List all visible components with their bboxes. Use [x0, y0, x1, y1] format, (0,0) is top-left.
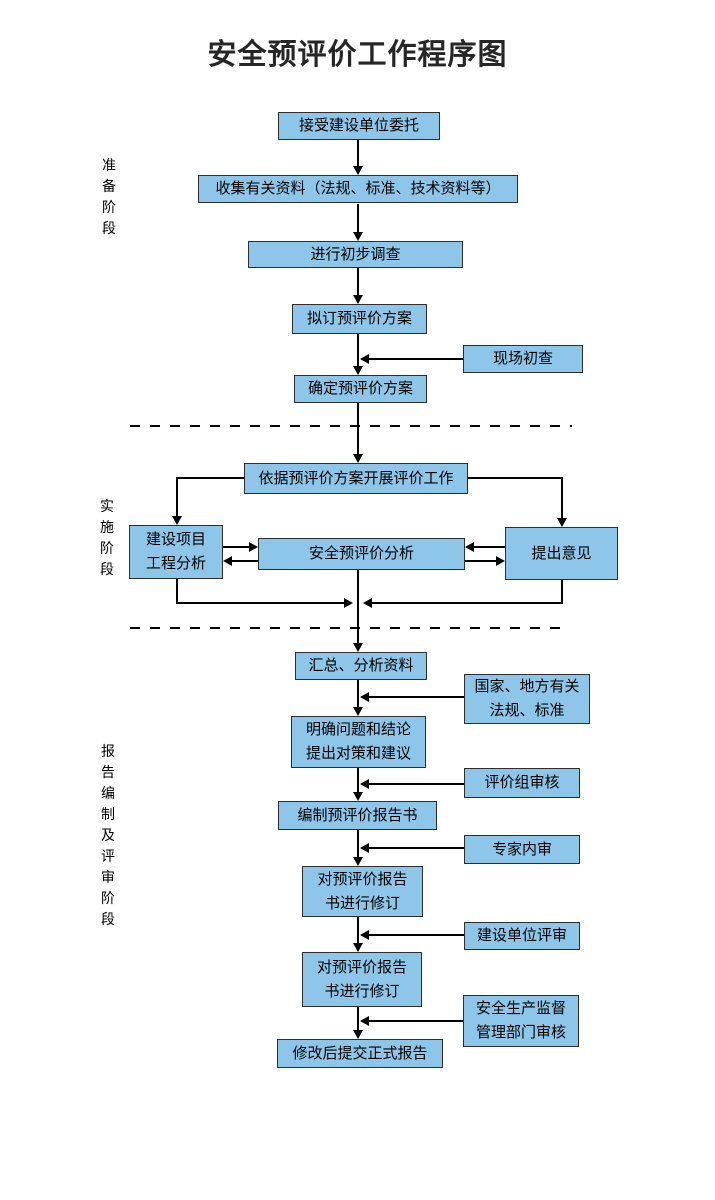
- arrowhead-right: [344, 598, 353, 608]
- connector-line: [357, 1007, 360, 1030]
- connector-line: [357, 140, 360, 167]
- arrowhead-down: [353, 792, 363, 801]
- connector-line: [357, 570, 360, 643]
- box-expert-review: 专家内审: [464, 835, 580, 864]
- arrowhead-left: [223, 556, 232, 566]
- arrowhead-left: [465, 542, 474, 552]
- box-propose-opinions: 提出意见: [505, 527, 618, 580]
- connector-site-survey: [369, 358, 463, 361]
- connector-expert-review: [369, 847, 464, 850]
- arrowhead-down: [353, 943, 363, 952]
- arrowhead-down: [353, 1030, 363, 1039]
- box-revise-report-1: 对预评价报告 书进行修订: [302, 866, 423, 917]
- connector-merge-left: [177, 602, 344, 605]
- arrowhead-down: [353, 232, 363, 241]
- arrowhead-right: [249, 542, 258, 552]
- arrowhead-left: [360, 779, 369, 789]
- arrowhead-down: [353, 707, 363, 716]
- arrowhead-left: [360, 930, 369, 940]
- box-initial-survey: 进行初步调查: [248, 241, 463, 268]
- connector-merge-right: [372, 602, 562, 605]
- connector-double: [465, 560, 496, 563]
- connector-line: [357, 204, 360, 232]
- connector-double: [474, 546, 505, 549]
- arrowhead-left: [360, 692, 369, 702]
- box-summarize-materials: 汇总、分析资料: [295, 652, 427, 680]
- phase-label-preparation: 准 备 阶 段: [102, 159, 116, 237]
- box-revise-report-2: 对预评价报告 书进行修订: [302, 952, 422, 1007]
- arrowhead-left: [360, 354, 369, 364]
- arrowhead-right: [496, 556, 505, 566]
- arrowhead-down: [353, 295, 363, 304]
- connector-line: [357, 768, 360, 792]
- page-title: 安全预评价工作程序图: [207, 39, 508, 71]
- connector-line: [357, 917, 360, 943]
- box-compile-report: 编制预评价报告书: [278, 801, 437, 830]
- connector-line: [357, 334, 360, 366]
- connector-double: [232, 560, 258, 563]
- connector-line: [357, 680, 360, 707]
- arrowhead-down: [353, 166, 363, 175]
- phase-label-reporting: 报 告 编 制 及 评 审 阶 段: [101, 745, 115, 928]
- box-confirm-plan: 确定预评价方案: [294, 375, 427, 403]
- box-owner-review: 建设单位评审: [464, 922, 580, 950]
- connector-double: [223, 546, 249, 549]
- arrowhead-down: [353, 643, 363, 652]
- connector-branch-left: [177, 477, 244, 480]
- box-safety-analysis: 安全预评价分析: [258, 538, 465, 570]
- box-review-group: 评价组审核: [464, 768, 580, 798]
- arrowhead-down: [353, 857, 363, 866]
- arrowhead-left: [360, 843, 369, 853]
- connector-merge-left: [176, 579, 179, 604]
- connector-merge-right: [561, 580, 564, 604]
- box-regulations: 国家、地方有关 法规、标准: [464, 674, 590, 724]
- arrowhead-down: [557, 518, 567, 527]
- connector-line: [357, 268, 360, 295]
- box-clarify-conclusions: 明确问题和结论 提出对策和建议: [291, 716, 426, 768]
- connector-admin-review: [369, 1020, 463, 1023]
- box-accept-commission: 接受建设单位委托: [278, 112, 440, 140]
- arrowhead-down: [353, 366, 363, 375]
- box-site-survey: 现场初查: [463, 345, 583, 373]
- arrowhead-left: [360, 1016, 369, 1026]
- box-collect-materials: 收集有关资料（法规、标准、技术资料等）: [198, 175, 518, 203]
- box-admin-review: 安全生产监督 管理部门审核: [463, 995, 579, 1047]
- phase-separator-2: [130, 627, 568, 629]
- connector-line: [357, 830, 360, 857]
- connector-regulations: [369, 696, 464, 699]
- connector-review-group: [369, 783, 464, 786]
- box-submit-final: 修改后提交正式报告: [277, 1039, 443, 1068]
- arrowhead-down: [353, 454, 363, 463]
- connector-branch-left: [176, 477, 179, 516]
- box-draft-plan: 拟订预评价方案: [292, 304, 427, 334]
- phase-separator-1: [130, 425, 572, 427]
- connector-owner-review: [369, 934, 464, 937]
- connector-branch-right: [468, 477, 563, 480]
- arrowhead-down: [172, 516, 182, 525]
- box-project-analysis: 建设项目 工程分析: [129, 525, 223, 579]
- connector-branch-right: [561, 477, 564, 518]
- connector-line: [357, 403, 360, 454]
- arrowhead-left: [363, 598, 372, 608]
- phase-label-implementation: 实 施 阶 段: [100, 500, 114, 578]
- box-carry-out-evaluation: 依据预评价方案开展评价工作: [244, 463, 468, 494]
